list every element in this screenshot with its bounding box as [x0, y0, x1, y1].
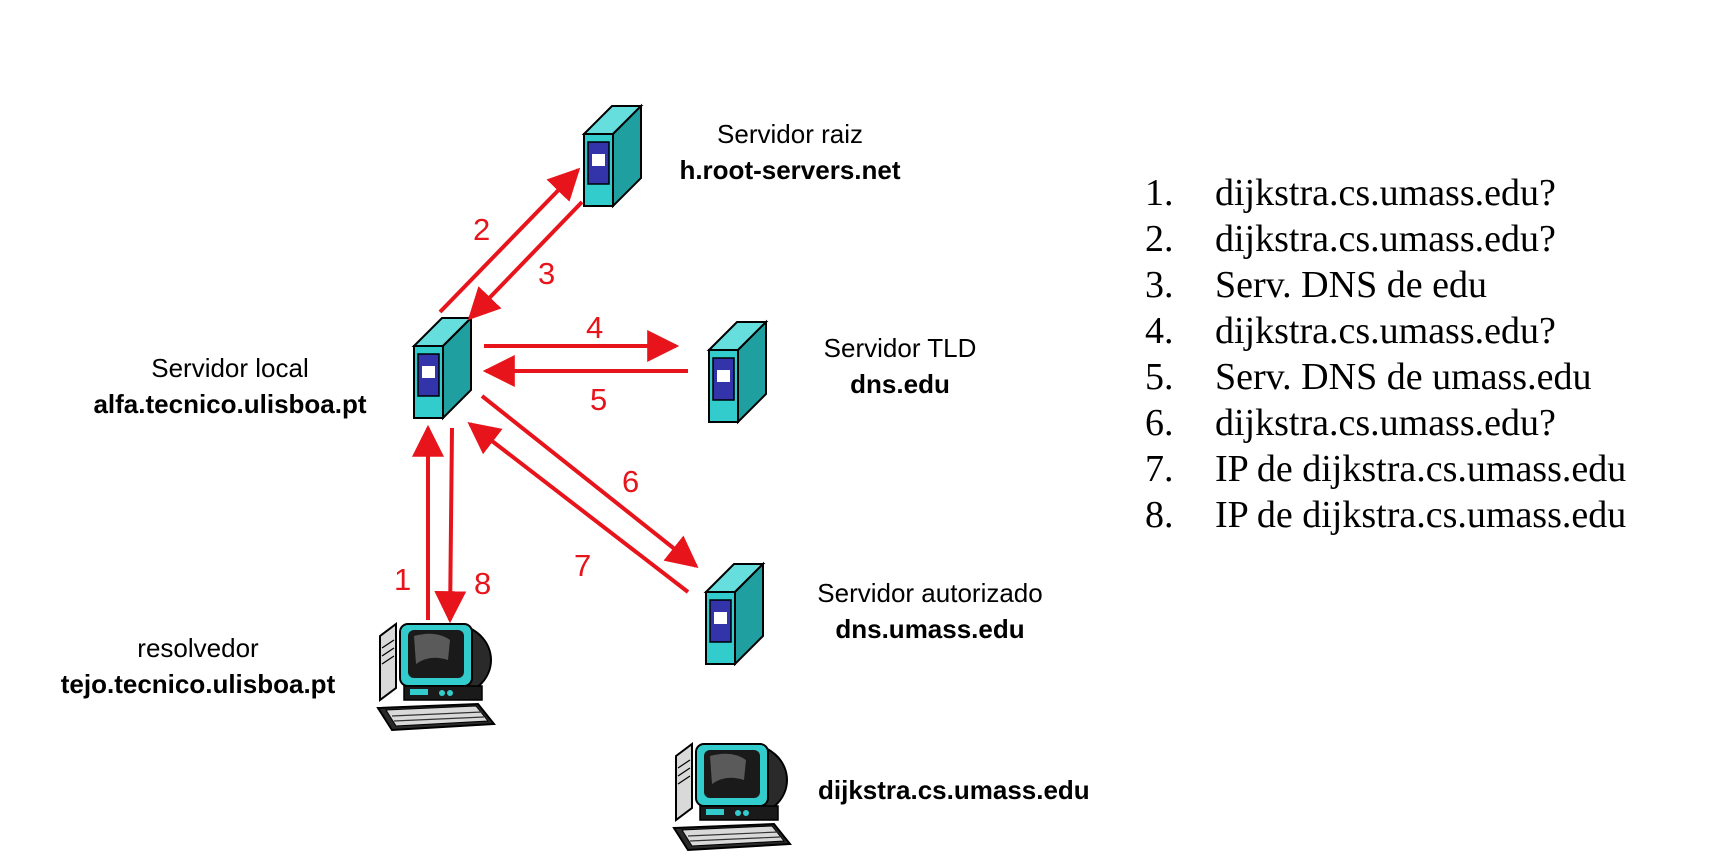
list-item: 4. dijkstra.cs.umass.edu?	[1145, 308, 1626, 354]
arrow-label-7: 7	[574, 548, 592, 583]
step-text: dijkstra.cs.umass.edu?	[1215, 218, 1556, 260]
authoritative-server-label: Servidor autorizado dns.umass.edu	[770, 575, 1090, 647]
step-text: dijkstra.cs.umass.edu?	[1215, 172, 1556, 214]
step-index: 3.	[1145, 264, 1174, 306]
step-index: 8.	[1145, 494, 1174, 536]
tld-server-label: Servidor TLD dns.edu	[770, 330, 1030, 402]
authoritative-server-title: Servidor autorizado	[817, 578, 1043, 608]
step-text: dijkstra.cs.umass.edu?	[1215, 310, 1556, 352]
arrow-7	[467, 422, 690, 594]
target-computer-icon	[673, 743, 791, 851]
tld-server-title: Servidor TLD	[823, 333, 977, 363]
local-server-host: alfa.tecnico.ulisboa.pt	[93, 389, 367, 419]
arrow-2	[438, 167, 581, 314]
tld-server-icon	[708, 321, 767, 423]
step-index: 7.	[1145, 448, 1174, 490]
step-index: 6.	[1145, 402, 1174, 444]
step-text: IP de dijkstra.cs.umass.edu	[1215, 448, 1627, 490]
root-server-host: h.root-servers.net	[679, 155, 901, 185]
step-text: Serv. DNS de umass.edu	[1215, 356, 1592, 398]
root-server-title: Servidor raiz	[717, 119, 863, 149]
authoritative-server-icon	[705, 563, 764, 665]
resolver-label: resolvedor tejo.tecnico.ulisboa.pt	[28, 630, 368, 702]
list-item: 7. IP de dijkstra.cs.umass.edu	[1145, 446, 1626, 492]
local-server-label: Servidor local alfa.tecnico.ulisboa.pt	[60, 350, 400, 422]
arrow-label-2: 2	[473, 212, 491, 247]
arrow-6	[480, 394, 699, 568]
list-item: 8. IP de dijkstra.cs.umass.edu	[1145, 492, 1626, 538]
root-server-label: Servidor raiz h.root-servers.net	[620, 116, 960, 188]
step-text: IP de dijkstra.cs.umass.edu	[1215, 494, 1627, 536]
list-item: 1. dijkstra.cs.umass.edu?	[1145, 170, 1626, 216]
step-index: 4.	[1145, 310, 1174, 352]
resolver-host: tejo.tecnico.ulisboa.pt	[60, 669, 336, 699]
arrow-8	[434, 427, 467, 624]
authoritative-server-host: dns.umass.edu	[835, 614, 1025, 644]
step-index: 1.	[1145, 172, 1174, 214]
local-server-title: Servidor local	[151, 353, 309, 383]
list-item: 5. Serv. DNS de umass.edu	[1145, 354, 1626, 400]
list-item: 3. Serv. DNS de edu	[1145, 262, 1626, 308]
steps-list: 1. dijkstra.cs.umass.edu? 2. dijkstra.cs.u…	[1145, 170, 1626, 538]
local-server-icon	[413, 317, 472, 419]
tld-server-host: dns.edu	[850, 369, 950, 399]
arrow-label-6: 6	[622, 464, 640, 499]
step-text: Serv. DNS de edu	[1215, 264, 1487, 306]
step-text: dijkstra.cs.umass.edu?	[1215, 402, 1556, 444]
resolver-computer-icon	[377, 623, 495, 731]
arrow-label-4: 4	[586, 310, 604, 345]
list-item: 6. dijkstra.cs.umass.edu?	[1145, 400, 1626, 446]
arrow-label-1: 1	[394, 562, 412, 597]
arrow-label-5: 5	[590, 382, 608, 417]
arrow-label-8: 8	[474, 566, 492, 601]
step-index: 2.	[1145, 218, 1174, 260]
list-item: 2. dijkstra.cs.umass.edu?	[1145, 216, 1626, 262]
target-host-label: dijkstra.cs.umass.edu	[818, 775, 1090, 805]
arrow-3	[467, 200, 584, 321]
resolver-title: resolvedor	[137, 633, 259, 663]
step-index: 5.	[1145, 356, 1174, 398]
arrow-label-3: 3	[538, 256, 556, 291]
